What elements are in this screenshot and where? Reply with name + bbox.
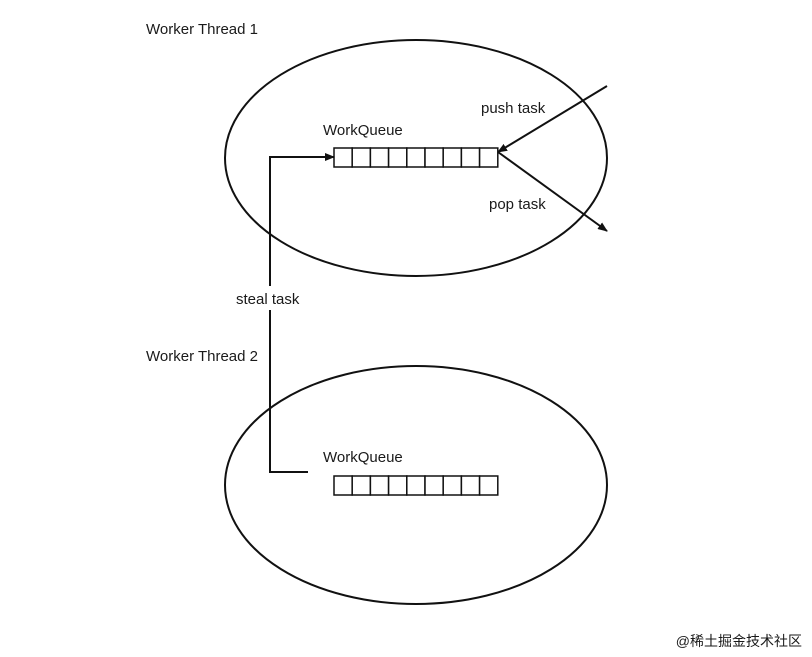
queue-1-slot bbox=[406, 147, 426, 168]
work-queue-1-label: WorkQueue bbox=[323, 122, 403, 139]
watermark-text: @稀土掘金技术社区 bbox=[676, 633, 802, 649]
push-task-arrow bbox=[497, 85, 608, 153]
worker-thread-2-ellipse bbox=[224, 365, 608, 605]
steal-task-label: steal task bbox=[236, 291, 300, 308]
queue-2-slot bbox=[387, 475, 408, 496]
work-queue-1 bbox=[333, 147, 499, 168]
queue-2-slot bbox=[369, 475, 390, 496]
queue-1-slot bbox=[424, 147, 444, 168]
push-task-label: push task bbox=[481, 100, 546, 117]
work-queue-2-label: WorkQueue bbox=[323, 449, 403, 466]
queue-1-slot bbox=[387, 147, 408, 168]
queue-1-slot bbox=[369, 147, 390, 168]
worker-thread-1-ellipse bbox=[224, 39, 608, 277]
queue-2-slot bbox=[442, 475, 463, 496]
steal-label-background bbox=[232, 286, 308, 310]
queue-1-slot bbox=[351, 147, 372, 168]
queue-2-slot bbox=[478, 475, 499, 496]
worker-thread-1-label: Worker Thread 1 bbox=[146, 21, 258, 38]
queue-1-slot bbox=[460, 147, 481, 168]
worker-thread-2-label: Worker Thread 2 bbox=[146, 348, 258, 365]
queue-2-slot bbox=[406, 475, 426, 496]
queue-2-slot bbox=[333, 475, 353, 496]
queue-2-slot bbox=[351, 475, 372, 496]
pop-task-label: pop task bbox=[489, 196, 546, 213]
work-queue-2 bbox=[333, 475, 499, 496]
steal-task-arrow bbox=[269, 153, 335, 473]
queue-2-slot bbox=[424, 475, 444, 496]
queue-1-slot bbox=[442, 147, 463, 168]
queue-1-slot bbox=[478, 147, 499, 168]
queue-2-slot bbox=[460, 475, 481, 496]
pop-task-arrow bbox=[497, 151, 608, 232]
queue-1-slot bbox=[333, 147, 353, 168]
